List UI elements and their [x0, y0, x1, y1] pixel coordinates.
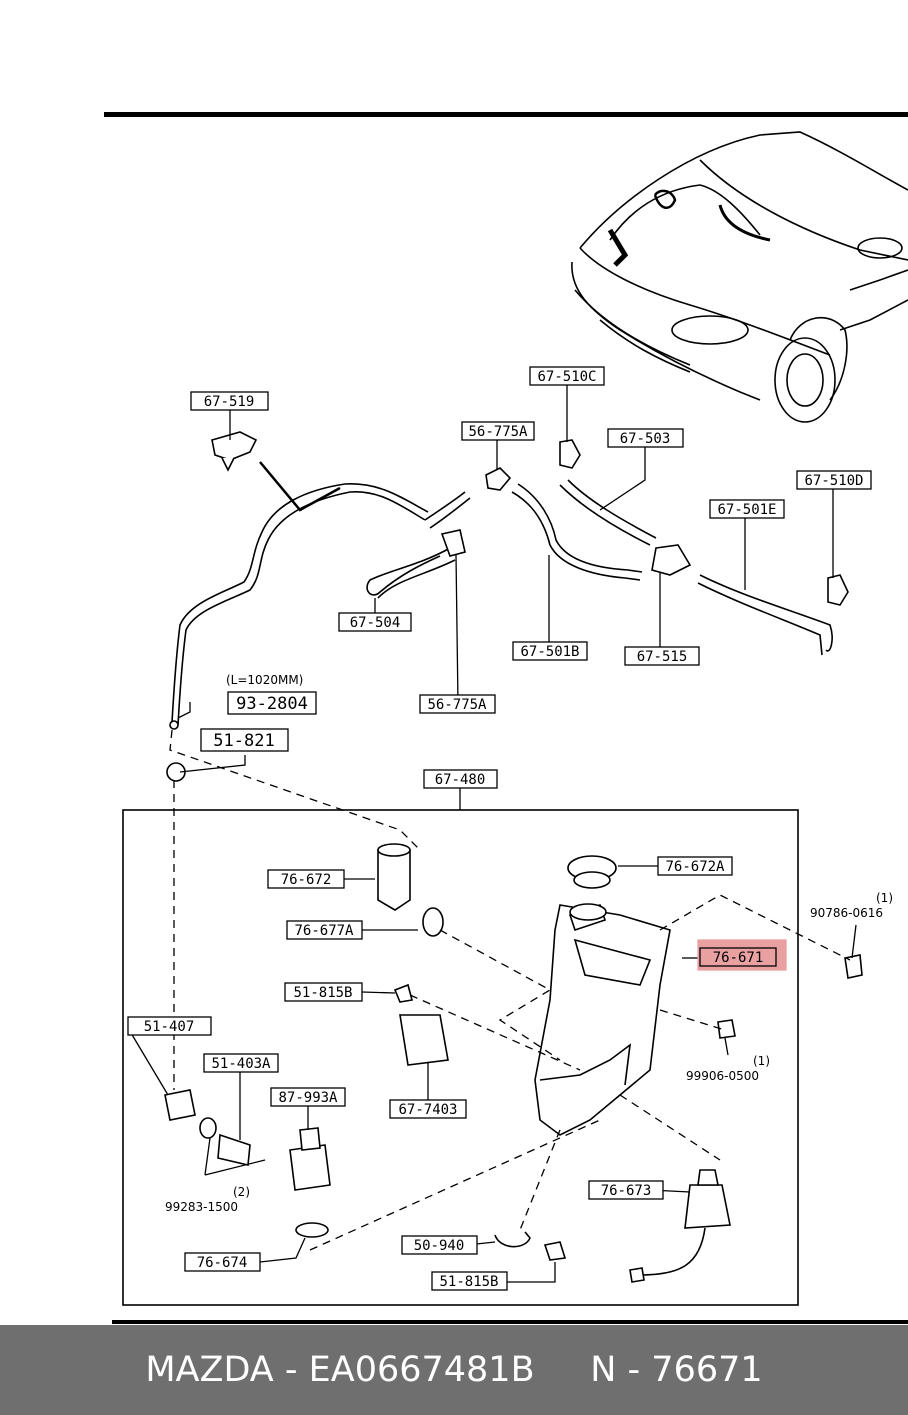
note-hose-length: (L=1020MM): [226, 673, 303, 687]
hose-assembly: [171, 461, 833, 726]
notes: (L=1020MM) (1) 90786-0616 (1) 99906-0500…: [165, 673, 893, 1214]
note-bolt-part: 90786-0616: [810, 906, 883, 920]
label-51-815b-top: 51-815B: [293, 985, 352, 1001]
label-67-7403: 67-7403: [398, 1102, 457, 1118]
footer-bar: MAZDA - EA0667481B N - 76671: [0, 1325, 908, 1415]
highlight-box: [697, 939, 787, 971]
tank-components: [164, 843, 863, 1283]
label-67-504: 67-504: [350, 615, 401, 631]
dashed-connectors: [169, 729, 851, 1251]
label-51-821: 51-821: [213, 731, 274, 751]
footer-separator: -: [273, 1350, 309, 1390]
label-67-510c: 67-510C: [537, 369, 596, 385]
label-67-503: 67-503: [620, 431, 671, 447]
footer-part-number: EA0667481B: [308, 1350, 535, 1390]
label-50-940: 50-940: [414, 1238, 465, 1254]
label-76-672: 76-672: [281, 872, 332, 888]
top-rule: [104, 112, 908, 117]
note-clamp-qty: (2): [233, 1185, 250, 1199]
footer-brand: MAZDA: [145, 1350, 274, 1390]
parts-diagram: 67-519 67-510C 56-775A 67-503 67-510D 67…: [104, 112, 908, 1324]
label-56-775a-low: 56-775A: [427, 697, 487, 713]
label-76-673: 76-673: [601, 1183, 652, 1199]
bottom-rule: [112, 1320, 908, 1324]
label-boxes: [127, 366, 872, 1291]
label-51-815b-low: 51-815B: [439, 1274, 498, 1290]
note-bolt-qty: (1): [876, 891, 893, 905]
label-56-775a-top: 56-775A: [468, 424, 528, 440]
label-93-2804: 93-2804: [236, 694, 308, 714]
label-87-993a: 87-993A: [278, 1090, 338, 1106]
label-76-671: 76-671: [713, 950, 764, 966]
leader-lines: [127, 385, 857, 1283]
note-clamp-part: 99283-1500: [165, 1200, 238, 1214]
car-illustration: [571, 131, 908, 423]
note-nut-qty: (1): [753, 1054, 770, 1068]
label-67-480: 67-480: [435, 772, 486, 788]
footer-n-label: N -: [590, 1350, 652, 1390]
label-51-407: 51-407: [144, 1019, 195, 1035]
note-nut-part: 99906-0500: [686, 1069, 759, 1083]
label-51-403a: 51-403A: [211, 1056, 271, 1072]
label-76-674: 76-674: [197, 1255, 248, 1271]
label-76-672a: 76-672A: [665, 859, 725, 875]
small-parts: [166, 431, 849, 782]
label-67-501e: 67-501E: [717, 502, 776, 518]
label-76-677a: 76-677A: [294, 923, 354, 939]
label-texts: 67-519 67-510C 56-775A 67-503 67-510D 67…: [144, 369, 864, 1290]
label-67-501b: 67-501B: [520, 644, 579, 660]
label-67-519: 67-519: [204, 394, 255, 410]
footer-n-value: 76671: [651, 1350, 763, 1390]
label-67-515: 67-515: [637, 649, 688, 665]
footer-gap: [535, 1350, 591, 1390]
label-67-510d: 67-510D: [804, 473, 863, 489]
